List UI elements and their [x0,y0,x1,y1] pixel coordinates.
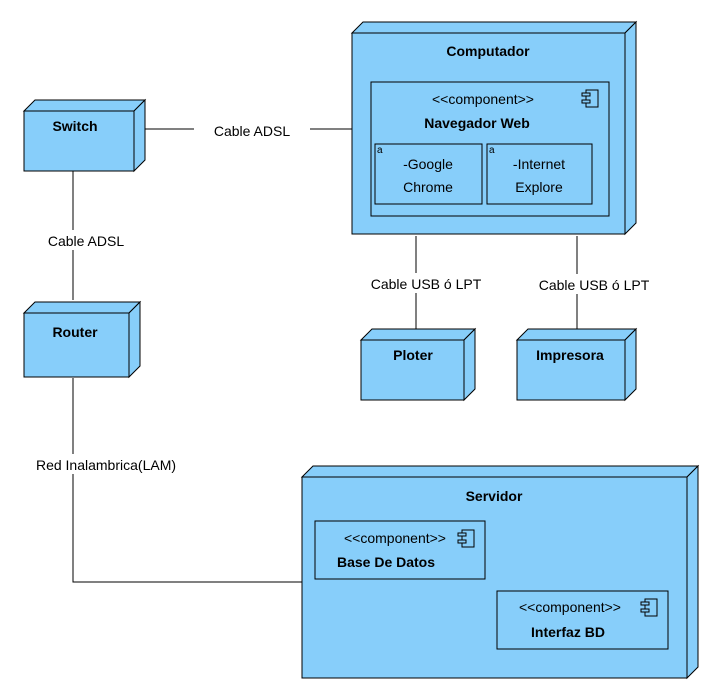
artifact-explorer[interactable]: a -Internet Explore [486,143,593,205]
node-router-label: Router [52,324,98,340]
base-datos-name: Base De Datos [337,554,435,570]
node-switch[interactable]: Switch [22,98,147,173]
interfaz-stereotype: <<component>> [519,599,621,615]
chrome-line1: -Google [403,156,453,172]
component-icon [581,89,599,108]
label-router-servidor: Red Inalambrica(LAM) [36,457,176,473]
interfaz-name: Interfaz BD [531,624,605,640]
component-interfaz-bd[interactable]: <<component>> Interfaz BD [496,590,669,650]
chrome-line2: Chrome [403,179,453,195]
component-icon [640,598,658,617]
label-switch-computador: Cable ADSL [214,123,290,139]
base-datos-stereotype: <<component>> [344,530,446,546]
node-impresora[interactable]: Impresora [515,327,638,402]
navegador-stereotype: <<component>> [432,91,534,107]
node-switch-label: Switch [52,118,97,134]
component-icon [457,529,475,548]
navegador-name: Navegador Web [424,115,530,131]
node-servidor[interactable]: Servidor <<component>> Base De Datos <<c… [300,464,700,680]
artifact-icon: a [489,145,495,156]
connector-router-servidor [72,378,302,583]
artifact-icon: a [377,145,383,156]
connector-labels: Cable ADSL Cable ADSL Cable USB ó LPT Ca… [20,120,664,474]
node-impresora-label: Impresora [536,347,604,363]
label-computador-impresora: Cable USB ó LPT [539,277,650,293]
node-ploter-label: Ploter [393,347,433,363]
label-computador-ploter: Cable USB ó LPT [371,276,482,292]
explorer-line2: Explore [515,179,563,195]
component-navegador-web[interactable]: <<component>> Navegador Web a -Google Ch… [370,81,610,217]
node-computador[interactable]: Computador <<component>> Navegador Web a… [350,20,638,236]
component-base-datos[interactable]: <<component>> Base De Datos [314,520,486,580]
label-switch-router: Cable ADSL [48,233,124,249]
artifact-chrome[interactable]: a -Google Chrome [374,143,483,205]
node-computador-label: Computador [446,43,530,59]
node-router[interactable]: Router [22,300,142,379]
explorer-line1: -Internet [513,156,565,172]
node-servidor-label: Servidor [466,488,523,504]
node-ploter[interactable]: Ploter [359,327,477,402]
